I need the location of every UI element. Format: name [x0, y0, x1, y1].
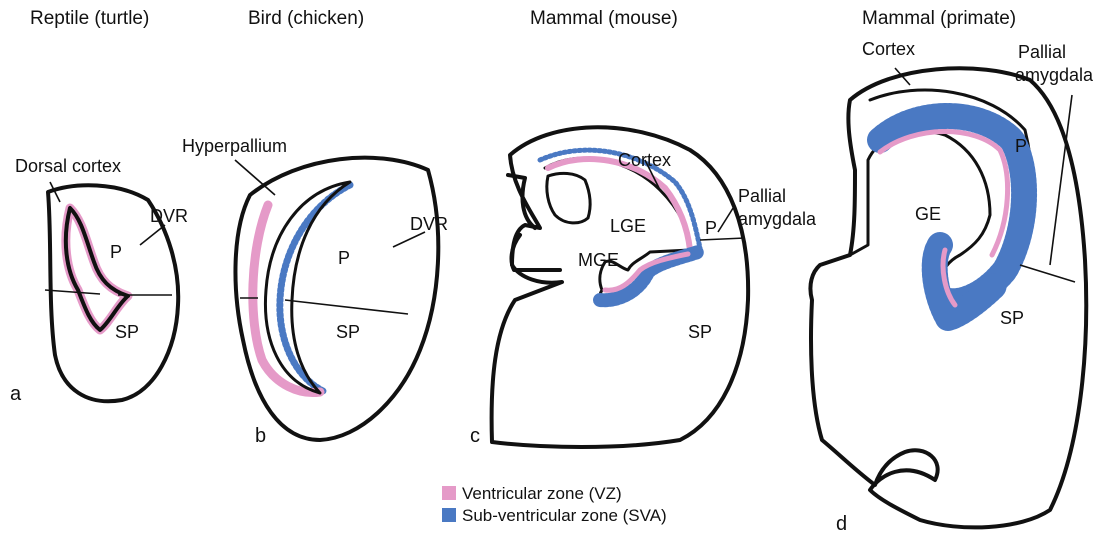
label-pallial-d-1: Pallial — [1018, 42, 1066, 62]
panel-a-reptile: Reptile (turtle) Dorsal cortex DVR P SP … — [10, 8, 188, 405]
label-pallial-c-1: Pallial — [738, 186, 786, 206]
label-sp-c: SP — [688, 322, 712, 342]
panel-d-title: Mammal (primate) — [862, 8, 1016, 29]
label-lge: LGE — [610, 216, 646, 236]
panel-a-title: Reptile (turtle) — [30, 8, 149, 29]
label-dvr-a: DVR — [150, 206, 188, 226]
label-p-d: P — [1015, 136, 1027, 156]
dvr-leader-b — [393, 232, 425, 247]
legend-label-sva: Sub-ventricular zone (SVA) — [462, 506, 667, 525]
panel-c-title: Mammal (mouse) — [530, 8, 678, 29]
label-cortex-d: Cortex — [862, 39, 915, 59]
legend-label-vz: Ventricular zone (VZ) — [462, 484, 622, 503]
mouse-lateral-pocket — [547, 173, 590, 223]
legend-swatch-vz — [442, 486, 456, 500]
label-hyperpallium: Hyperpallium — [182, 136, 287, 156]
mouse-rostral-outline — [508, 175, 560, 270]
chicken-ventricular-zone — [253, 205, 320, 393]
label-pallial-c-2: amygdala — [738, 209, 817, 229]
label-ge: GE — [915, 204, 941, 224]
label-sp-b: SP — [336, 322, 360, 342]
panel-b-bird: Bird (chicken) Hyperpallium DVR P SP b — [182, 8, 448, 447]
panel-a-letter: a — [10, 383, 22, 405]
panel-d-primate: Mammal (primate) Cortex Pallial amygdala… — [810, 8, 1094, 535]
label-p-b: P — [338, 248, 350, 268]
legend: Ventricular zone (VZ) Sub-ventricular zo… — [442, 484, 667, 525]
panel-b-letter: b — [255, 425, 266, 447]
label-dvr-b: DVR — [410, 214, 448, 234]
mouse-boundary-line — [700, 238, 745, 240]
legend-swatch-sva — [442, 508, 456, 522]
label-dorsal-cortex: Dorsal cortex — [15, 156, 121, 176]
label-sp-d: SP — [1000, 308, 1024, 328]
dvr-leader-a — [140, 225, 165, 245]
label-mge: MGE — [578, 250, 619, 270]
primate-boundary-line — [1020, 265, 1075, 282]
primate-cortex-sva — [880, 116, 1024, 301]
label-pallial-d-2: amygdala — [1015, 65, 1094, 85]
panel-c-mouse: Mammal (mouse) Cortex Pallial amygdala P… — [470, 8, 817, 447]
label-cortex-c: Cortex — [618, 150, 671, 170]
label-sp-a: SP — [115, 322, 139, 342]
panel-d-letter: d — [836, 513, 847, 535]
pallial-amygdala-leader-d — [1050, 95, 1072, 265]
label-p-c: P — [705, 218, 717, 238]
label-p-a: P — [110, 242, 122, 262]
pallial-amygdala-leader-c — [718, 205, 735, 232]
panel-c-letter: c — [470, 425, 480, 447]
panel-b-title: Bird (chicken) — [248, 8, 364, 29]
